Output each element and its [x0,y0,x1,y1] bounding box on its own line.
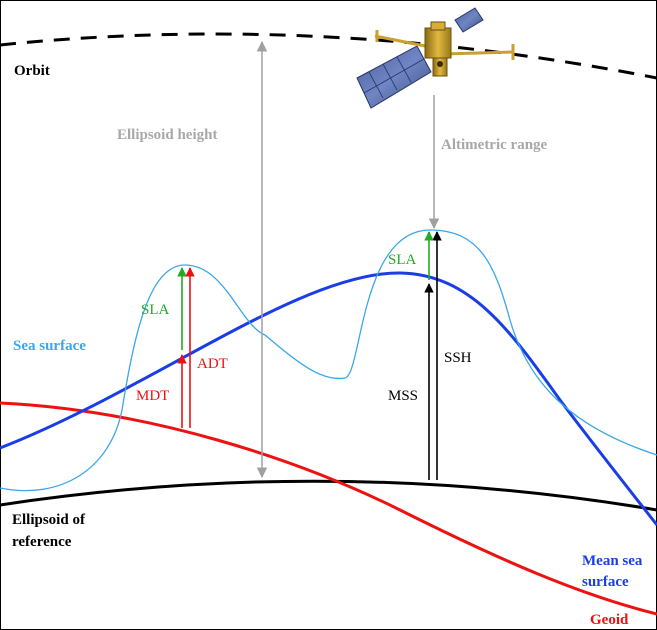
mdt-label: MDT [136,388,169,404]
sea-surface-label: Sea surface [13,338,86,354]
mean-sea-surface-line-2: surface [582,574,629,590]
ellipsoid-height-label: Ellipsoid height [117,127,217,143]
mean-sea-surface-line-1: Mean sea [582,553,643,569]
mean-sea-surface-label: Mean sea surface [582,553,646,590]
sea-surface-curve [0,229,657,492]
ellipsoid-of-reference-line-1: Ellipsoid of [12,512,86,528]
ssh-label: SSH [444,350,472,366]
mss-label: MSS [388,388,418,404]
geoid-label: Geoid [590,612,629,628]
orbit-curve [0,32,657,80]
ellipsoid-curve [0,479,657,512]
adt-label: ADT [197,356,228,372]
mean-sea-surface-curve [0,271,657,526]
ellipsoid-of-reference-label: Ellipsoid of reference [12,512,89,550]
ellipsoid-of-reference-line-2: reference [12,534,72,550]
sla-left-label: SLA [141,302,170,318]
altimetric-range-label: Altimetric range [441,137,548,153]
sla-right-label: SLA [388,252,417,268]
satellite-icon [356,7,515,109]
geoid-curve [0,401,657,616]
orbit-label: Orbit [14,63,50,79]
